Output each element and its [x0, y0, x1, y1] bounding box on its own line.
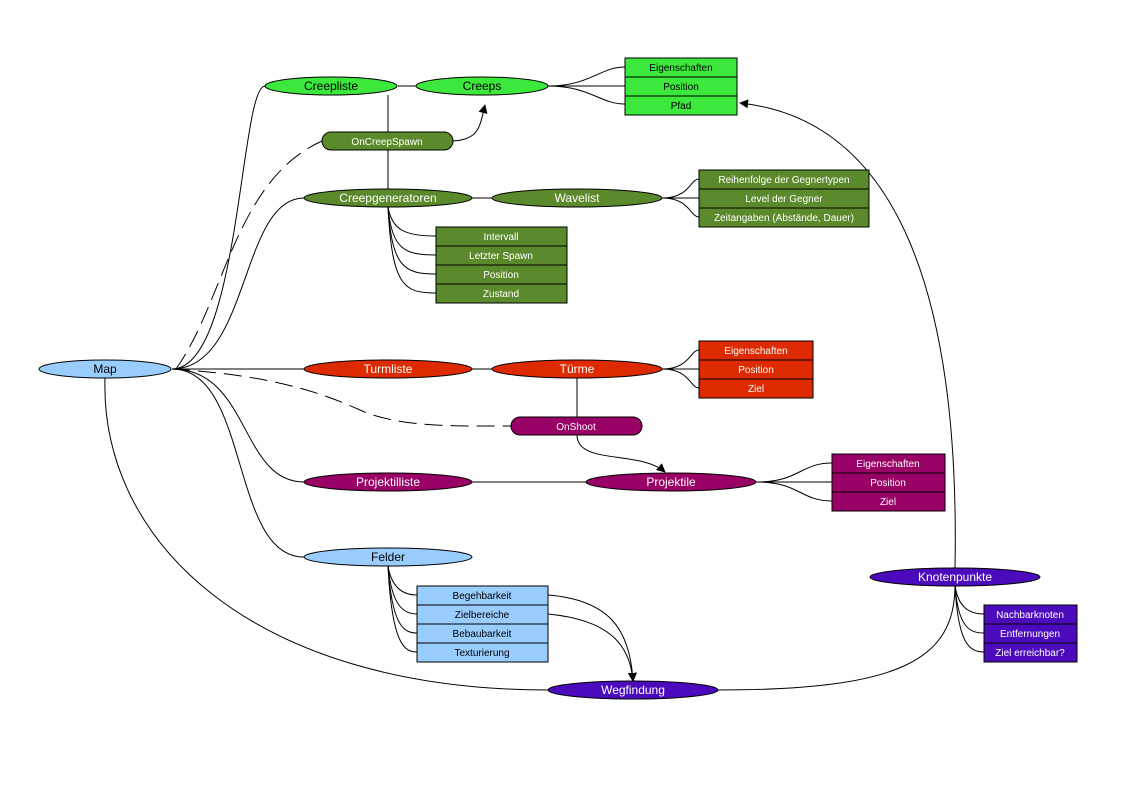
edge-map-creepgeneratoren: [171, 197, 305, 370]
node-creepgeneratoren[interactable]: Creepgeneratoren: [303, 188, 473, 208]
edge-tuerme-eigenschaften: [661, 349, 700, 370]
table-cell: Nachbarknoten: [996, 610, 1064, 621]
nodes: Map Creepliste Creeps OnCreepSpawn Creep…: [38, 76, 1041, 700]
table-cell: Eigenschaften: [856, 459, 919, 470]
node-creepliste-label: Creepliste: [304, 79, 358, 93]
edge-projektile-ziel: [755, 481, 833, 502]
edge-map-creepliste: [171, 85, 266, 370]
table-cell: Level der Gegner: [745, 194, 823, 205]
table-generator-props: Intervall Letzter Spawn Position Zustand: [435, 226, 568, 304]
table-cell: Eigenschaften: [724, 346, 787, 357]
table-cell: Intervall: [483, 232, 518, 243]
node-creepgeneratoren-label: Creepgeneratoren: [339, 191, 436, 205]
node-projektilliste-label: Projektilliste: [356, 475, 420, 489]
table-creeps-props: Eigenschaften Position Pfad: [624, 57, 738, 116]
table-cell: Letzter Spawn: [469, 251, 533, 262]
node-oncreepspawn[interactable]: OnCreepSpawn: [321, 131, 454, 151]
table-cell: Zeitangaben (Abstände, Dauer): [714, 213, 854, 224]
edge-creeps-eigenschaften: [547, 66, 626, 87]
node-onshoot[interactable]: OnShoot: [510, 416, 643, 436]
node-oncreepspawn-label: OnCreepSpawn: [351, 137, 422, 148]
edge-knoten-nachbar: [954, 584, 985, 615]
table-tuerme-props: Eigenschaften Position Ziel: [698, 340, 814, 399]
edge-tuerme-ziel: [661, 368, 700, 389]
node-creeps-label: Creeps: [463, 79, 502, 93]
node-turmliste[interactable]: Turmliste: [303, 359, 473, 379]
table-cell: Position: [738, 365, 774, 376]
table-cell: Bebaubarkeit: [453, 629, 512, 640]
table-cell: Ziel erreichbar?: [995, 648, 1065, 659]
node-wavelist-label: Wavelist: [555, 191, 601, 205]
edge-wegfindung-knotenpunkte: [717, 584, 956, 691]
table-cell: Texturierung: [454, 648, 509, 659]
edge-creepgen-letzter: [387, 206, 437, 256]
table-cell: Eigenschaften: [649, 63, 712, 74]
table-cell: Position: [663, 82, 699, 93]
node-wegfindung-label: Wegfindung: [601, 683, 665, 697]
table-cell: Zustand: [483, 289, 519, 300]
table-wavelist-props: Reihenfolge der Gegnertypen Level der Ge…: [698, 169, 870, 228]
node-wegfindung[interactable]: Wegfindung: [547, 680, 719, 700]
table-cell: Entfernungen: [1000, 629, 1060, 640]
edge-oncreepspawn-creeps: [451, 104, 488, 142]
property-tables: Eigenschaften Position Pfad Reihenfolge …: [416, 57, 1078, 663]
node-map-label: Map: [93, 362, 117, 376]
table-felder-props: Begehbarkeit Zielbereiche Bebaubarkeit T…: [416, 585, 549, 663]
edge-creeps-pfad: [547, 85, 626, 105]
table-cell: Pfad: [671, 101, 692, 112]
table-cell: Ziel: [880, 497, 896, 508]
edge-wavelist-prop3: [661, 197, 700, 218]
node-tuerme-label: Türme: [560, 362, 595, 376]
edge-knoten-ziel: [954, 584, 985, 653]
node-map[interactable]: Map: [38, 359, 172, 379]
edge-creepgen-intervall: [387, 206, 437, 237]
node-turmliste-label: Turmliste: [364, 362, 413, 376]
node-felder[interactable]: Felder: [303, 547, 473, 567]
node-knotenpunkte[interactable]: Knotenpunkte: [869, 567, 1041, 587]
edge-onshoot-projektile: [576, 434, 666, 473]
table-cell: Position: [483, 270, 519, 281]
edge-map-onshoot-dashed: [171, 368, 512, 427]
edge-felder-zielbereiche: [387, 565, 418, 615]
node-creeps[interactable]: Creeps: [415, 76, 549, 96]
node-tuerme[interactable]: Türme: [491, 359, 663, 379]
node-projektile[interactable]: Projektile: [585, 472, 757, 492]
edge-knotenpunkte-creeps-pfad: [739, 99, 956, 569]
node-felder-label: Felder: [371, 550, 405, 564]
node-projektile-label: Projektile: [646, 475, 696, 489]
connectors: [104, 66, 985, 691]
edge-felder-texturierung: [387, 565, 418, 653]
node-projektilliste[interactable]: Projektilliste: [303, 472, 473, 492]
edge-begehbarkeit-wegfindung: [547, 594, 638, 682]
edge-felder-bebaubarkeit: [387, 565, 418, 634]
node-wavelist[interactable]: Wavelist: [491, 188, 663, 208]
table-knoten-props: Nachbarknoten Entfernungen Ziel erreichb…: [983, 604, 1078, 663]
table-cell: Reihenfolge der Gegnertypen: [718, 175, 849, 186]
edge-map-projektilliste: [171, 368, 305, 483]
edge-knoten-entfernungen: [954, 584, 985, 634]
table-cell: Zielbereiche: [455, 610, 510, 621]
node-creepliste[interactable]: Creepliste: [264, 76, 398, 96]
edge-map-oncreepspawn-dashed: [175, 140, 323, 370]
edge-wavelist-prop1: [661, 178, 700, 199]
edge-zielbereiche-wegfindung: [547, 613, 637, 682]
table-cell: Begehbarkeit: [453, 591, 512, 602]
edge-map-felder: [171, 368, 305, 558]
edge-projektile-eigenschaften: [755, 462, 833, 483]
table-cell: Ziel: [748, 384, 764, 395]
edge-map-wegfindung: [104, 377, 550, 691]
edge-creepgen-zustand: [387, 206, 437, 294]
table-cell: Position: [870, 478, 906, 489]
table-projektile-props: Eigenschaften Position Ziel: [831, 453, 946, 512]
node-onshoot-label: OnShoot: [556, 422, 596, 433]
node-knotenpunkte-label: Knotenpunkte: [918, 570, 992, 584]
edge-felder-begehbarkeit: [387, 565, 418, 596]
